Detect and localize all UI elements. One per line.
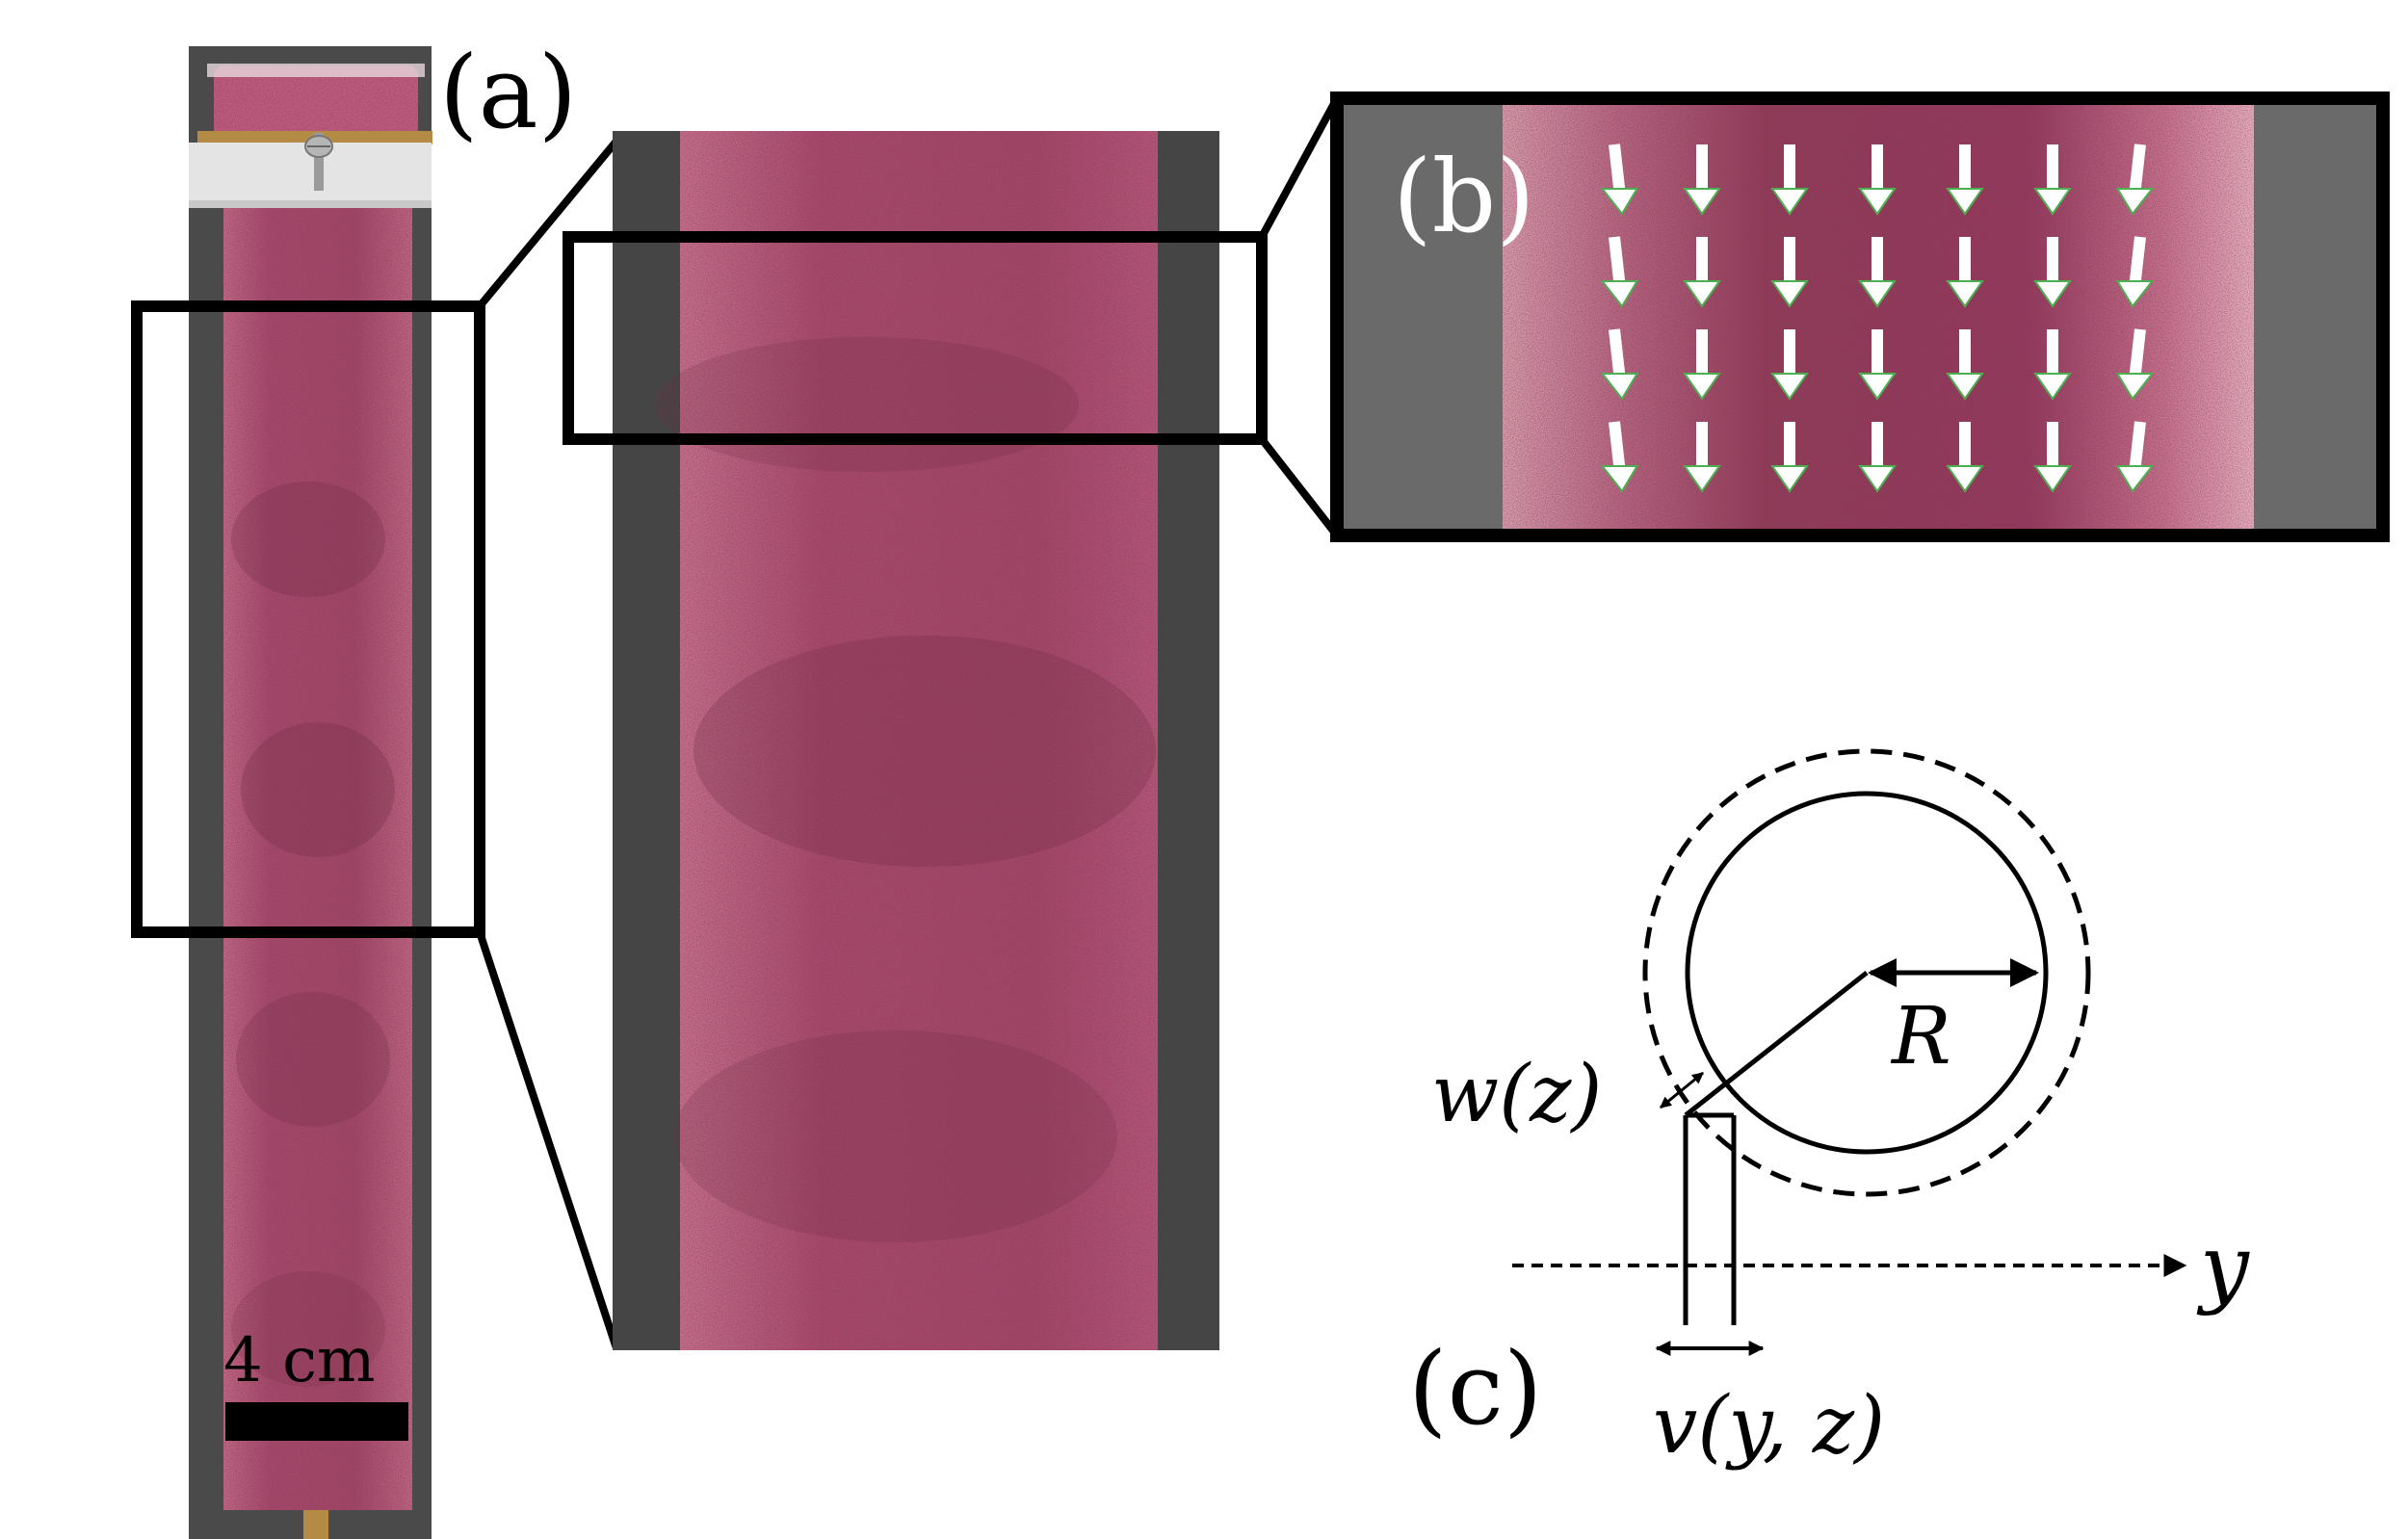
velocity-arrow [2115, 236, 2155, 308]
velocity-arrow [2033, 237, 2072, 308]
velocity-arrow [1600, 421, 1639, 493]
velocity-arrow [1858, 144, 1897, 216]
panel-c-diagram [1512, 748, 2187, 1356]
zoom-connector-top-b [1258, 96, 1341, 239]
outer-dashed-circle [1642, 748, 2091, 1197]
velocity-arrow [1946, 422, 1984, 493]
zoomed-column-photo [563, 131, 1268, 1350]
velocity-arrow [1683, 422, 1721, 493]
column-tube [223, 208, 412, 1510]
inner-circle [1685, 791, 2049, 1155]
velocity-arrow [1600, 328, 1639, 401]
zoomed-tube [680, 131, 1158, 1350]
thickness-label: w(z) [1431, 1049, 1602, 1140]
zoom-connector-bottom-b [1258, 436, 1341, 538]
radius-label: R [1890, 991, 1951, 1083]
scale-bar [225, 1402, 408, 1441]
velocity-arrow [2115, 328, 2155, 401]
velocity-arrow [1770, 237, 1809, 308]
velocity-arrow [2033, 329, 2072, 401]
axis-y-label: y [2196, 1216, 2250, 1317]
velocity-arrow [1600, 143, 1639, 216]
panel-b-photo [1330, 91, 2390, 542]
velocity-arrow [1770, 144, 1809, 216]
velocity-arrow [1770, 329, 1809, 401]
velocity-arrow [1600, 236, 1639, 308]
velocity-label: v(y, z) [1653, 1380, 1885, 1472]
velocity-arrow [2115, 143, 2155, 216]
thickness-arrow [1660, 1071, 1704, 1109]
radial-line [1684, 971, 1869, 1117]
panel-a-label: (a) [439, 34, 577, 151]
selection-box-zoom [563, 231, 1268, 445]
velocity-arrow [1858, 329, 1897, 401]
zoom-connector-top-a [476, 136, 622, 309]
column-rod [303, 1510, 328, 1539]
velocity-arrow [1946, 329, 1984, 401]
panel-a-photo: 4 cm [131, 46, 485, 1539]
panel-b-label: (b) [1393, 138, 1535, 255]
column-cap [214, 65, 418, 143]
velocity-arrow [2115, 421, 2155, 493]
panel-c-label: (c) [1408, 1330, 1542, 1448]
velocity-arrow [1770, 422, 1809, 493]
velocity-arrow [1683, 329, 1721, 401]
velocity-arrow [2033, 422, 2072, 493]
velocity-arrow [1858, 422, 1897, 493]
velocity-arrow [1683, 237, 1721, 308]
scale-bar-label: 4 cm [223, 1325, 376, 1396]
velocity-arrow-field [1600, 143, 2155, 493]
velocity-arrow [1946, 144, 1984, 216]
screw-icon [304, 133, 333, 191]
velocity-arrow [1946, 237, 1984, 308]
velocity-arrow [1683, 144, 1721, 216]
velocity-arrow [2033, 144, 2072, 216]
selection-box-a [131, 300, 485, 938]
zoom-connector-bottom-a [476, 930, 620, 1350]
velocity-arrow [1858, 237, 1897, 308]
